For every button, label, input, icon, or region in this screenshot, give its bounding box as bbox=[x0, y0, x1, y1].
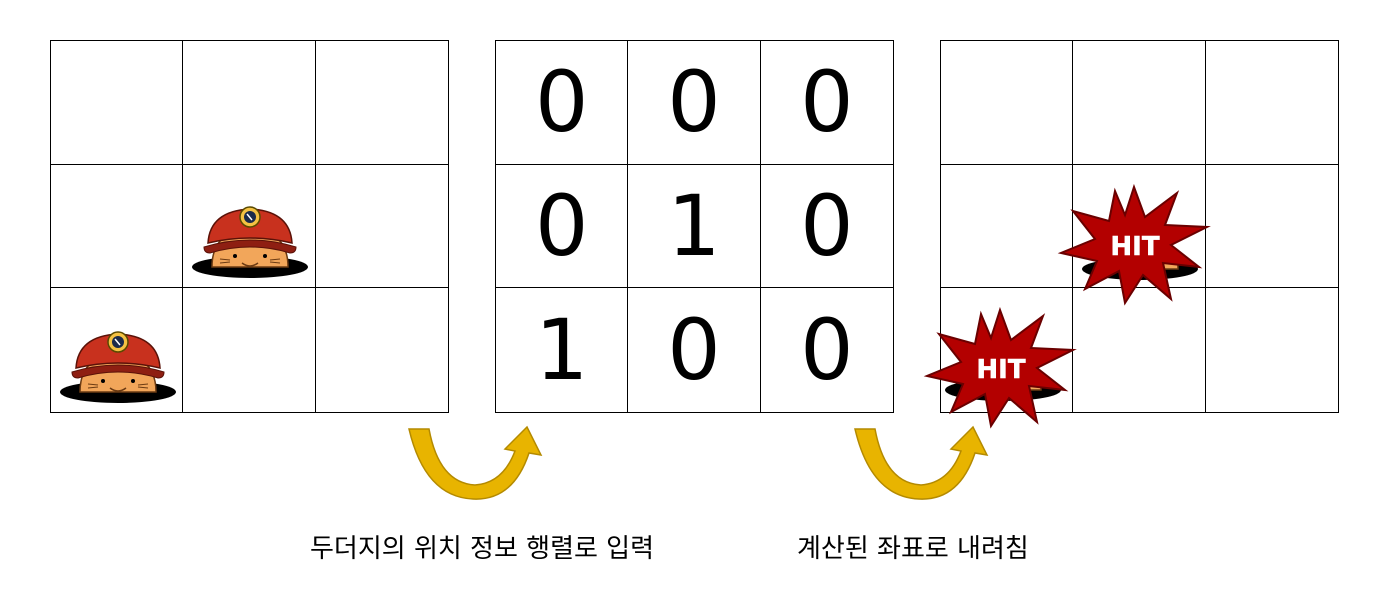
matrix-cell: 0 bbox=[628, 41, 761, 165]
curved-arrow-icon bbox=[851, 425, 991, 505]
grid-cell bbox=[1073, 41, 1206, 165]
hit-result-grid: HIT HIT bbox=[923, 40, 1339, 429]
grid-cell bbox=[315, 165, 448, 289]
grid-cell bbox=[183, 288, 316, 412]
grid-cell bbox=[941, 41, 1074, 165]
hit-label: HIT bbox=[976, 355, 1025, 385]
mole-position-grid bbox=[50, 40, 449, 413]
mole-icon bbox=[58, 328, 178, 406]
grid-cell bbox=[183, 41, 316, 165]
grid-cell bbox=[315, 41, 448, 165]
caption-input-matrix: 두더지의 위치 정보 행렬로 입력 bbox=[310, 534, 655, 564]
grid-cell bbox=[1206, 288, 1338, 412]
matrix-cell: 1 bbox=[496, 288, 629, 412]
grid-cell bbox=[183, 164, 316, 289]
matrix-cell: 1 bbox=[628, 164, 761, 289]
hit-label: HIT bbox=[1111, 232, 1160, 262]
matrix-cell: 0 bbox=[800, 301, 854, 400]
grid-cell bbox=[51, 41, 184, 165]
grid-cell: HIT bbox=[923, 288, 1077, 429]
curved-arrow-icon bbox=[405, 425, 545, 505]
matrix-cell: 0 bbox=[496, 41, 629, 165]
matrix-cell: 0 bbox=[628, 288, 761, 412]
grid-cell: HIT bbox=[1058, 164, 1212, 306]
matrix-cell: 0 bbox=[760, 41, 893, 165]
caption-strike: 계산된 좌표로 내려침 bbox=[797, 534, 1029, 564]
grid-cell bbox=[941, 164, 1074, 289]
matrix-cell: 0 bbox=[760, 165, 893, 289]
hit-starburst-icon: HIT bbox=[923, 307, 1077, 429]
grid-cell bbox=[1205, 41, 1338, 165]
mole-icon bbox=[190, 203, 310, 281]
grid-cell bbox=[51, 164, 184, 289]
grid-cell bbox=[51, 288, 184, 412]
grid-cell bbox=[316, 288, 448, 412]
hit-starburst-icon: HIT bbox=[1058, 183, 1212, 306]
grid-cell bbox=[1205, 165, 1338, 289]
matrix-cell: 0 bbox=[496, 164, 629, 289]
position-matrix-grid: 0 0 0 0 1 0 1 0 0 bbox=[495, 40, 894, 413]
grid-cell bbox=[1073, 288, 1206, 412]
